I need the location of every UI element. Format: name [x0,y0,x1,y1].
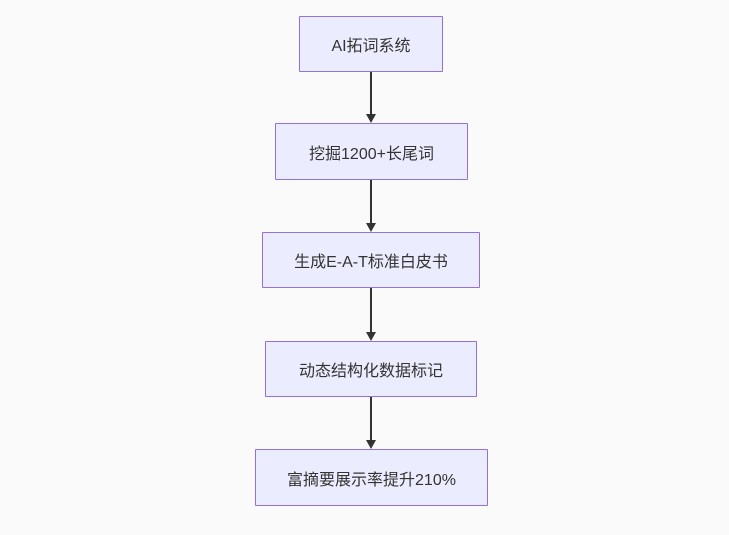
flowchart-edge-arrow-4 [365,397,377,449]
arrowhead-down-icon [366,440,376,449]
edge-line [370,397,372,440]
flowchart-edge-arrow-1 [365,72,377,123]
flowchart-edge-arrow-2 [365,180,377,232]
flowchart-node-longtail-mining: 挖掘1200+长尾词 [275,123,468,180]
flowchart-edge-arrow-3 [365,288,377,341]
edge-line [370,288,372,332]
arrowhead-down-icon [366,223,376,232]
node-label: 挖掘1200+长尾词 [309,145,434,163]
node-label: 动态结构化数据标记 [298,363,443,380]
flowchart-node-eat-whitepaper: 生成E-A-T标准白皮书 [262,232,480,288]
flowchart-node-rich-snippet-result: 富摘要展示率提升210% [255,449,488,506]
node-label: 生成E-A-T标准白皮书 [294,254,448,271]
arrowhead-down-icon [366,114,376,123]
node-label: AI拓词系统 [331,38,411,55]
node-label: 富摘要展示率提升210% [287,471,456,489]
flowchart-node-ai-word-expansion: AI拓词系统 [299,16,443,72]
edge-line [370,180,372,223]
edge-line [370,72,372,114]
arrowhead-down-icon [366,332,376,341]
flowchart-node-structured-data-markup: 动态结构化数据标记 [265,341,477,397]
